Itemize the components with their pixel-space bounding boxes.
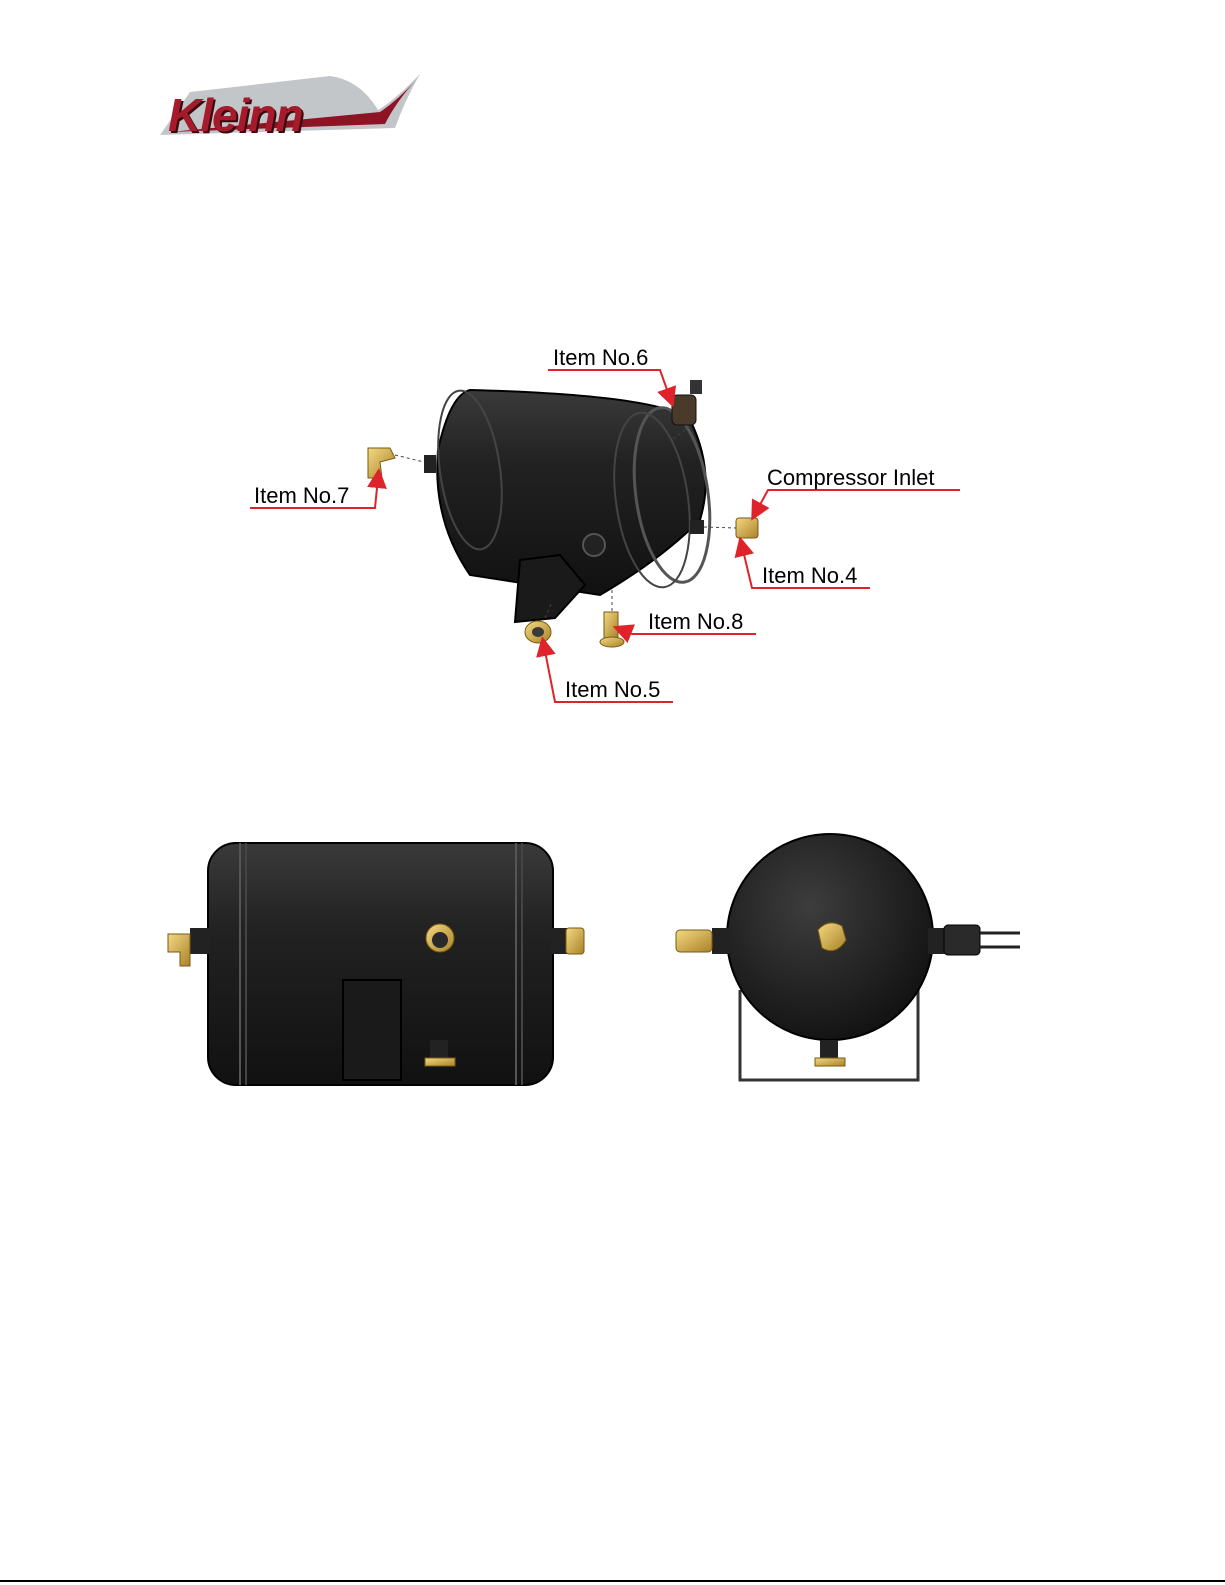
callout-compressor-inlet: Compressor Inlet [767,466,935,490]
page-bottom-rule [0,1580,1225,1582]
callout-item-8: Item No.8 [648,610,743,634]
fitting-item8 [600,612,624,647]
air-tank-side-view [168,843,584,1085]
callout-item-5: Item No.5 [565,678,660,702]
air-tank-isometric [368,380,758,647]
air-tank-end-view [676,834,1020,1080]
fitting-item4 [736,518,758,538]
callout-item-7: Item No.7 [254,484,349,508]
callout-item-6: Item No.6 [553,346,648,370]
fitting-item6 [672,380,702,425]
fitting-item7 [368,448,395,478]
fitting-item5 [525,621,551,643]
callout-item-4: Item No.4 [762,564,857,588]
